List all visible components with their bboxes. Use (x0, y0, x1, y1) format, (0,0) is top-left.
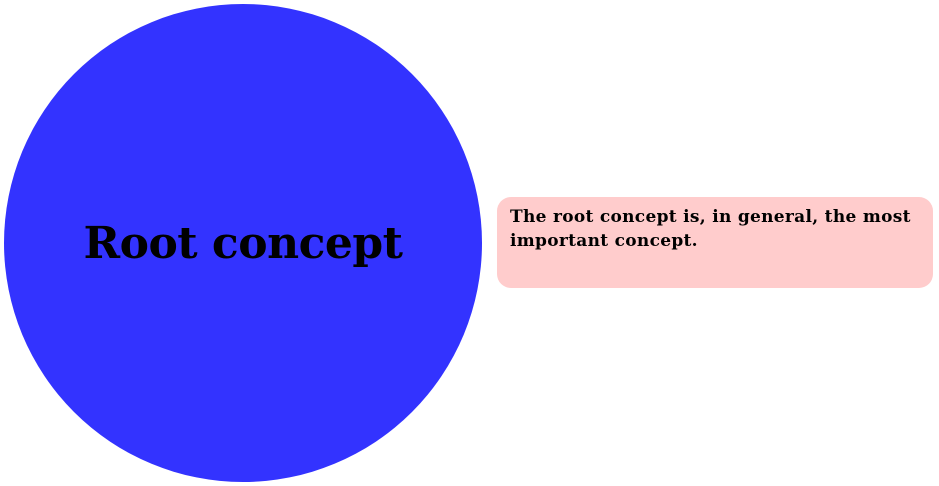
root-concept-label: Root concept (83, 217, 403, 269)
annotation-text: The root concept is, in general, the mos… (510, 207, 911, 251)
root-concept-node: Root concept (4, 4, 482, 482)
annotation-box: The root concept is, in general, the mos… (497, 197, 933, 288)
